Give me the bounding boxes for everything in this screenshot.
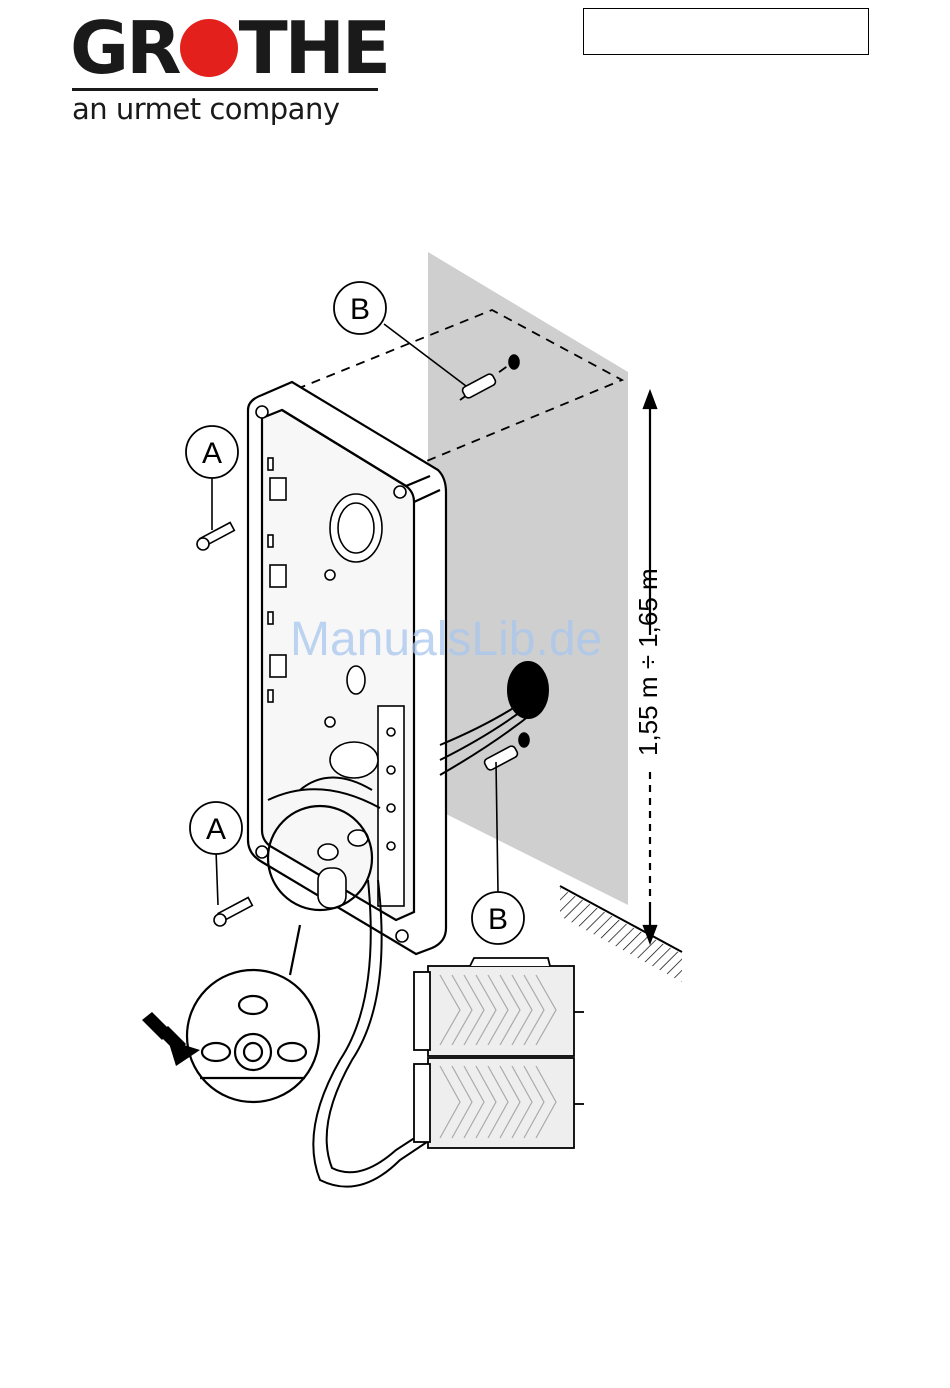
svg-text:A: A <box>206 813 226 846</box>
watermark: ManualsLib.de <box>290 612 602 667</box>
adapter-module-bottom <box>414 1058 584 1148</box>
callout-a-bottom: A <box>190 802 242 854</box>
adapter-module-top <box>414 958 584 1056</box>
svg-text:B: B <box>488 903 508 936</box>
svg-text:A: A <box>202 437 222 470</box>
screw-top <box>197 522 234 550</box>
wall-surface <box>428 252 628 905</box>
callout-a-top: A <box>186 426 238 478</box>
svg-text:B: B <box>350 293 370 326</box>
mounting-height-label: 1,55 m ÷ 1,65 m <box>633 568 663 756</box>
callout-b-top: B <box>334 282 386 334</box>
callout-b-bottom: B <box>472 892 524 944</box>
screw-bottom <box>214 897 252 926</box>
